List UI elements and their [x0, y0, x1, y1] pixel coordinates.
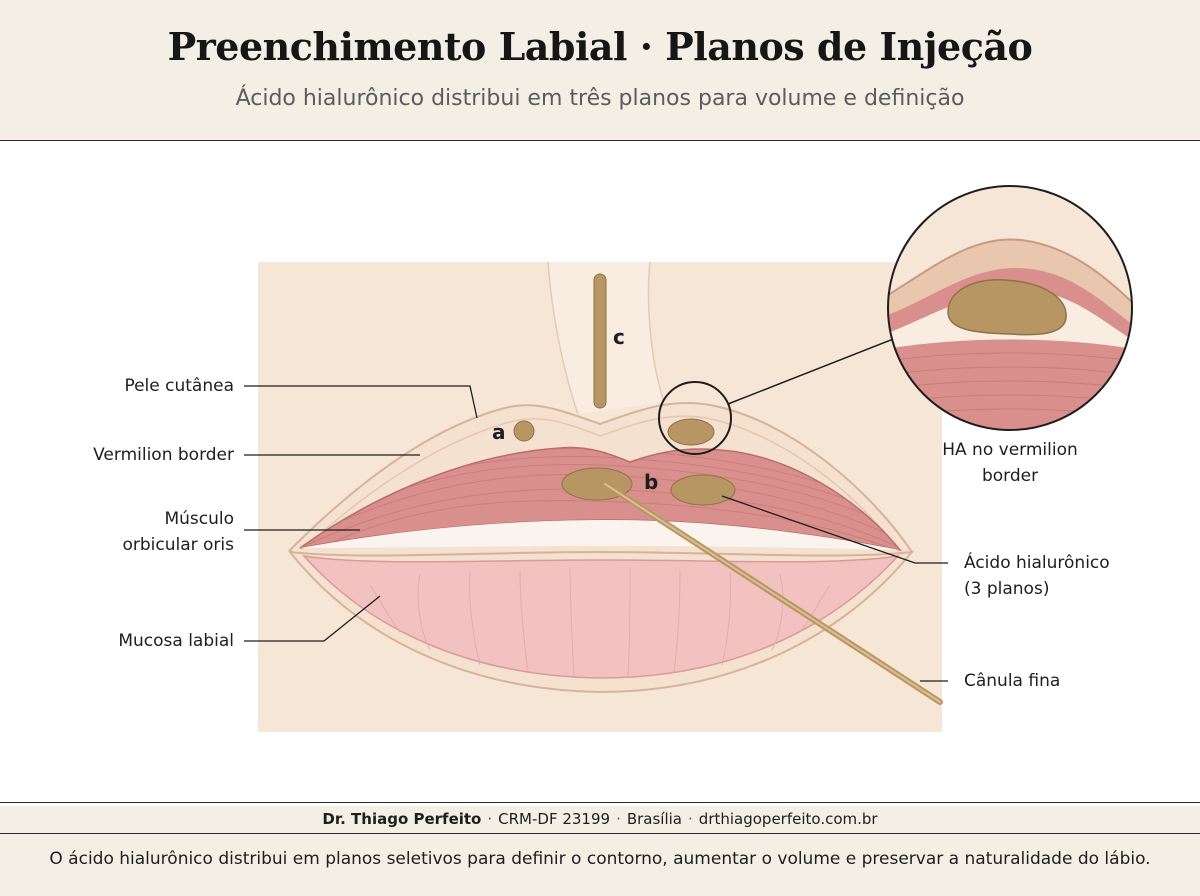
label-mucosa-labial: Mucosa labial [118, 631, 234, 651]
filler-deposit-vermilion [667, 418, 715, 446]
label-zoom-line1: HA no vermilion [942, 440, 1078, 460]
label-pele-cutanea: Pele cutânea [124, 376, 234, 396]
filler-deposit-b2 [670, 474, 736, 506]
website-link[interactable]: drthiagoperfeito.com.br [698, 810, 878, 828]
label-musculo-line2: orbicular oris [122, 535, 234, 555]
footer-divider-bottom [0, 833, 1200, 834]
crm-number: CRM-DF 23199 [498, 810, 611, 828]
marker-c: c [613, 325, 625, 349]
label-acido-line1: Ácido hialurônico [964, 553, 1110, 573]
city: Brasília [626, 810, 683, 828]
label-vermilion-border: Vermilion border [93, 445, 234, 465]
credit-row: Dr. Thiago Perfeito · CRM-DF 23199 · Brasíli… [0, 806, 1200, 834]
filler-column-c [593, 273, 607, 409]
separator: · [487, 810, 493, 828]
page-title: Preenchimento Labial · Planos de Injeção [167, 24, 1033, 69]
zoom-filler-deposit [947, 279, 1067, 336]
label-acido-line2: (3 planos) [964, 579, 1050, 599]
marker-a: a [492, 420, 506, 444]
filler-deposit-a [513, 420, 535, 442]
mouth-gap [300, 520, 900, 550]
separator: · [688, 810, 693, 828]
author-name: Dr. Thiago Perfeito [322, 810, 482, 828]
zoom-source-circle [658, 381, 732, 455]
label-zoom-line2: border [981, 466, 1039, 486]
page-subtitle: Ácido hialurônico distribui em três plan… [235, 86, 965, 111]
footer-divider-top [0, 802, 1200, 803]
footer-caption: O ácido hialurônico distribui em planos … [0, 834, 1200, 896]
mucosa-labial [302, 554, 900, 679]
label-canula-fina: Cânula fina [964, 671, 1061, 691]
marker-b: b [644, 470, 659, 494]
separator: · [616, 810, 621, 828]
label-musculo-line1: Músculo [164, 509, 234, 529]
header: Preenchimento Labial · Planos de Injeção… [0, 0, 1200, 141]
